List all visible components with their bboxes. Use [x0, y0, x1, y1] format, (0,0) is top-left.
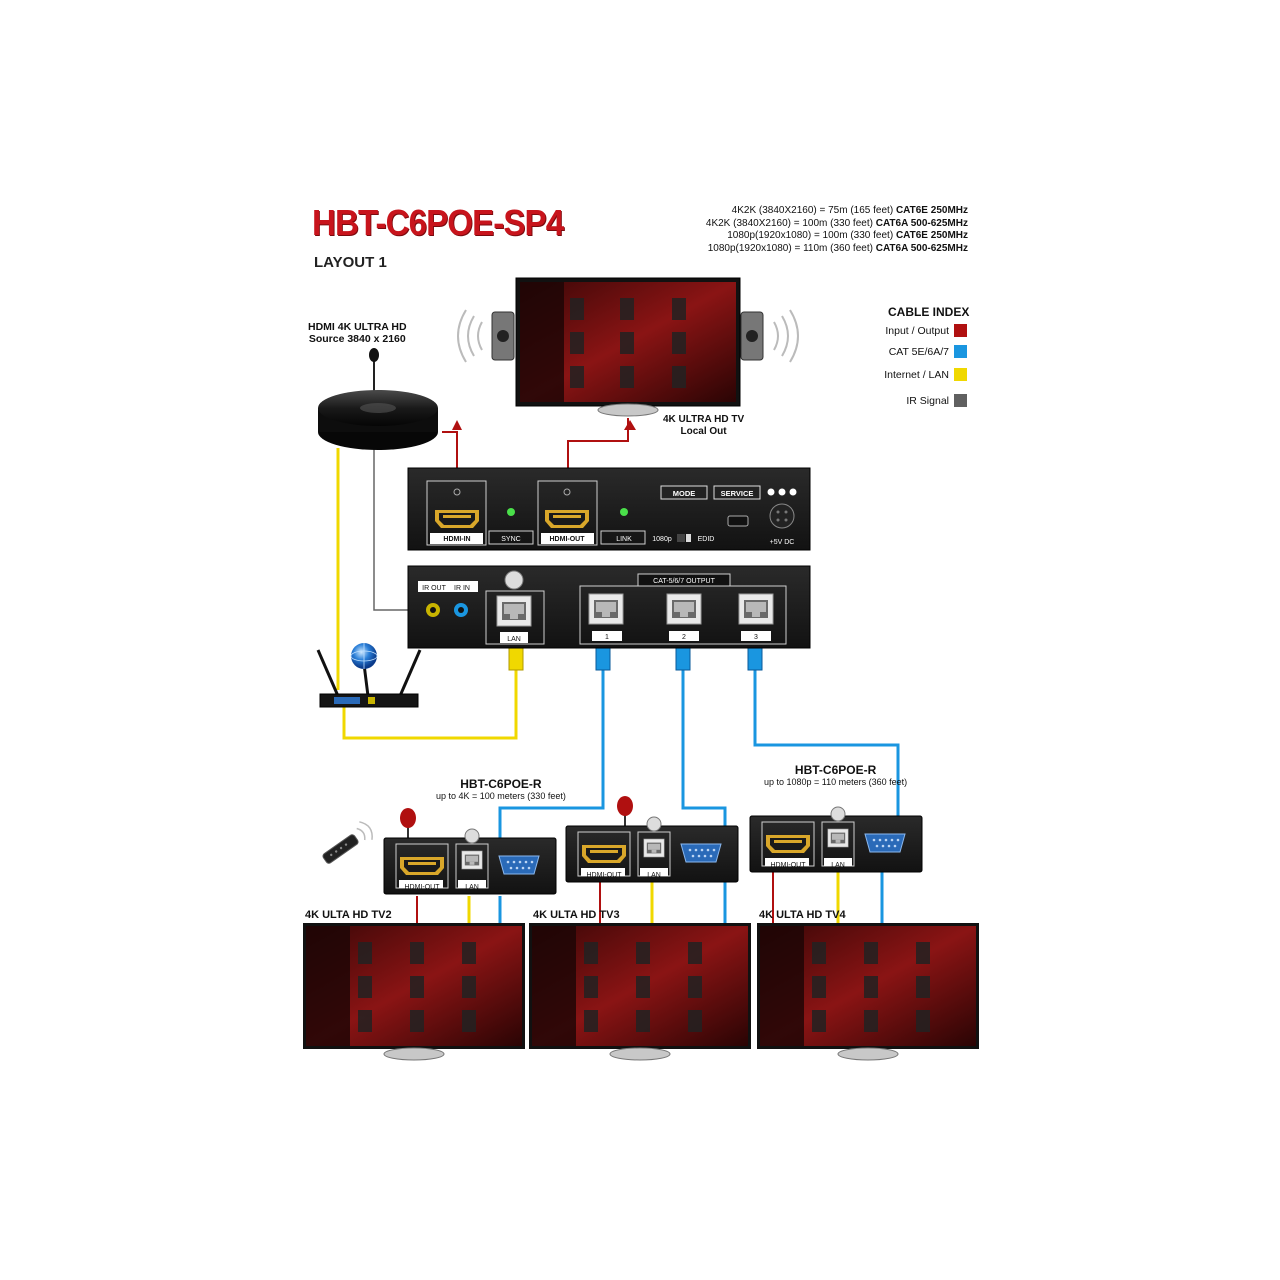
receiver-left-desc: up to 4K = 100 meters (330 feet)	[436, 791, 566, 801]
spec-list: 4K2K (3840X2160) = 75m (165 feet) CAT6E …	[706, 205, 968, 255]
hdmi-in-label: HDMI-IN	[443, 536, 470, 543]
source-line2: Source 3840 x 2160	[308, 333, 406, 345]
rx1-hdmi-label: HDMI-OUT	[405, 884, 441, 891]
rx2-lan-label: LAN	[647, 872, 661, 879]
local-tv-label: 4K ULTRA HD TV Local Out	[663, 414, 744, 438]
sync-label: SYNC	[501, 536, 520, 543]
layout-label: LAYOUT 1	[314, 254, 387, 271]
spec-res: 4K2K (3840X2160) = 100m (330 feet)	[705, 217, 873, 229]
legend-label: Input / Output	[885, 324, 949, 337]
cat-cables	[498, 668, 900, 924]
spec-row: 1080p(1920x1080) = 110m (360 feet) CAT6A…	[706, 243, 968, 256]
rx2-hdmi-label: HDMI-OUT	[587, 872, 623, 879]
source-device	[318, 348, 438, 450]
rx3-hdmi-label: HDMI-OUT	[771, 862, 807, 869]
receiver-right-name: HBT-C6POE-R	[794, 763, 877, 777]
tv4-graphic	[757, 923, 979, 1061]
lan-label: LAN	[507, 636, 521, 643]
receiver-left-label: HBT-C6POE-R up to 4K = 100 meters (330 f…	[436, 778, 566, 802]
res-left-label: 1080p	[652, 536, 672, 543]
legend-item-io: Input / Output	[885, 324, 967, 337]
local-tv-graphic	[457, 277, 799, 417]
rx1-lan-label: LAN	[465, 884, 479, 891]
service-button-label: SERVICE	[721, 489, 754, 498]
legend-label: IR Signal	[906, 394, 949, 407]
receiver-right-label: HBT-C6POE-R up to 1080p = 110 meters (36…	[764, 764, 907, 788]
legend-label: CAT 5E/6A/7	[888, 345, 949, 358]
port-1-label: 1	[605, 634, 609, 641]
port-2-label: 2	[682, 634, 686, 641]
legend-title: CABLE INDEX	[888, 305, 970, 319]
local-tv-line1: 4K ULTRA HD TV	[663, 414, 745, 425]
hdmi-out-label: HDMI-OUT	[550, 536, 586, 543]
spec-cable: CAT6A 500-625MHz	[875, 217, 968, 229]
source-line1: HDMI 4K ULTRA HD	[308, 321, 407, 333]
tv4-label: 4K ULTA HD TV4	[759, 909, 846, 921]
legend-swatch	[954, 368, 967, 381]
spec-row: 4K2K (3840X2160) = 75m (165 feet) CAT6E …	[706, 205, 968, 218]
legend-item-lan: Internet / LAN	[884, 368, 967, 381]
transmitter-front-panel	[407, 467, 811, 551]
legend-item-cat: CAT 5E/6A/7	[889, 345, 967, 358]
legend-swatch	[954, 394, 967, 407]
link-label: LINK	[616, 536, 632, 543]
local-tv-line2: Local Out	[680, 426, 727, 437]
tv2-graphic	[303, 923, 525, 1061]
output-group-label: CAT-5/6/7 OUTPUT	[653, 578, 715, 585]
router	[316, 643, 422, 708]
source-label: HDMI 4K ULTRA HD Source 3840 x 2160	[308, 321, 407, 345]
spec-res: 1080p(1920x1080) = 110m (360 feet)	[707, 242, 873, 254]
legend-swatch	[954, 345, 967, 358]
receiver-left-name: HBT-C6POE-R	[460, 777, 542, 791]
tv3-label: 4K ULTA HD TV3	[533, 909, 620, 921]
spec-row: 4K2K (3840X2160) = 100m (330 feet) CAT6A…	[706, 218, 968, 231]
spec-cable: CAT6A 500-625MHz	[875, 242, 968, 254]
rx3-lan-label: LAN	[831, 862, 845, 869]
port-3-label: 3	[754, 634, 758, 641]
mode-button-label: MODE	[673, 489, 696, 498]
spec-cable: CAT6E 250MHz	[895, 230, 968, 241]
spec-cable: CAT6E 250MHz	[895, 205, 968, 216]
ir-out-label: IR OUT	[422, 585, 446, 592]
legend-label: Internet / LAN	[884, 368, 949, 381]
tv2-label: 4K ULTA HD TV2	[305, 909, 392, 921]
cable-plugs	[508, 645, 763, 671]
ir-receivers	[400, 796, 633, 838]
spec-res: 1080p(1920x1080) = 100m (330 feet)	[727, 230, 894, 241]
ir-in-label: IR IN	[454, 585, 470, 592]
legend-swatch	[954, 324, 967, 337]
spec-res: 4K2K (3840X2160) = 75m (165 feet)	[731, 205, 894, 216]
tv3-graphic	[529, 923, 751, 1061]
spec-row: 1080p(1920x1080) = 100m (330 feet) CAT6E…	[706, 230, 968, 243]
page-title: HBT-C6POE-SP4	[312, 202, 564, 243]
legend-item-ir: IR Signal	[906, 394, 967, 407]
res-right-label: EDID	[698, 536, 715, 543]
remote-control	[322, 821, 373, 864]
transmitter-back-panel	[407, 565, 811, 649]
lan-cables	[336, 448, 840, 924]
receiver-right-desc: up to 1080p = 110 meters (360 feet)	[764, 777, 908, 787]
power-label: +5V DC	[770, 539, 795, 546]
